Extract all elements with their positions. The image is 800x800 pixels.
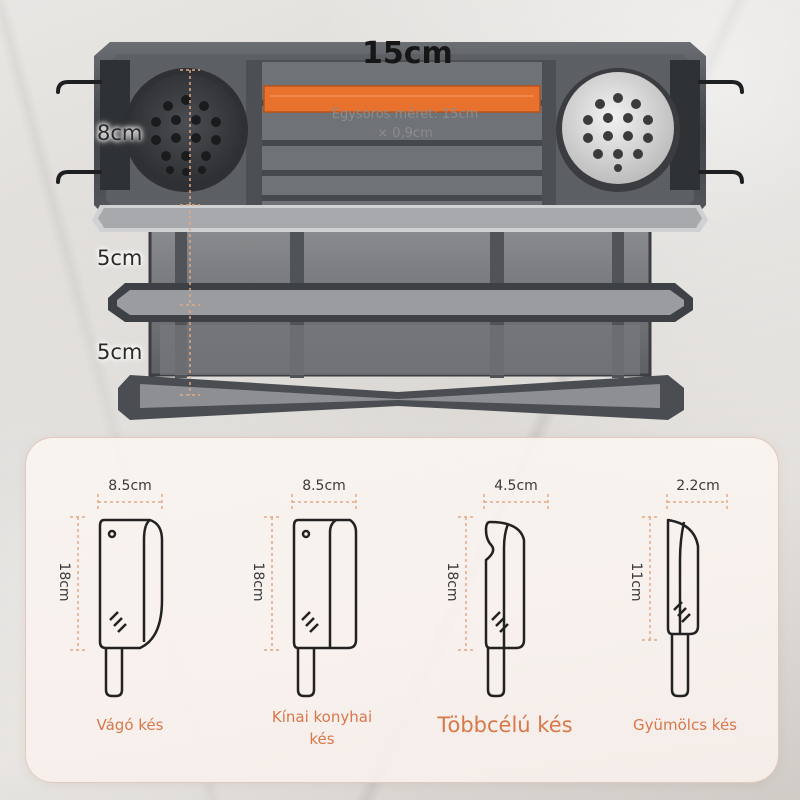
multipurpose-name: Többcélú kés (437, 713, 573, 737)
chinese-cleaver-icon (292, 518, 358, 698)
rack-width-label: 15cm (362, 36, 453, 71)
fruit-knife-name: Gyümölcs kés (633, 716, 737, 734)
bottom-tier-height-label: 5cm (97, 340, 143, 364)
slot-highlight (264, 86, 540, 112)
top-tier-height-label: 8cm (97, 121, 143, 145)
middle-tier-height-label: 5cm (97, 246, 143, 270)
multipurpose-knife-icon (484, 520, 526, 698)
right-hooks (698, 80, 744, 184)
knife-rack-photo (56, 42, 744, 420)
cleaver-height-label: 18cm (56, 562, 72, 602)
rack-middle-rail (108, 283, 693, 322)
cleaver-knife-icon (98, 518, 164, 698)
chinese-cleaver-width-label: 8.5cm (302, 478, 346, 494)
chinese-cleaver-height-label: 18cm (250, 562, 266, 602)
fruit-knife-icon (666, 518, 700, 698)
fruit-height-label: 11cm (628, 562, 644, 602)
cleaver-width-label: 8.5cm (108, 478, 152, 494)
rack-dimension-lines (180, 69, 200, 396)
slot-size-line1: Egysoros méret: 15cm (331, 107, 479, 122)
left-sharpener-cup (100, 60, 248, 192)
rack-bottom-tier (118, 375, 684, 420)
multipurpose-height-label: 18cm (444, 562, 460, 602)
left-hooks (56, 80, 102, 184)
multipurpose-width-label: 4.5cm (494, 478, 538, 494)
fruit-width-label: 2.2cm (676, 478, 720, 494)
knife-dimension-lines (70, 494, 728, 651)
chinese-cleaver-name-line1: Kínai konyhai (271, 708, 373, 726)
slot-size-line2: × 0,9cm (377, 126, 433, 141)
rack-top-tier (92, 42, 708, 232)
cleaver-name: Vágó kés (96, 716, 164, 734)
knife-size-panel (25, 437, 779, 783)
right-sharpener-cup (556, 60, 700, 192)
chinese-cleaver-name-line2: kés (309, 730, 335, 748)
